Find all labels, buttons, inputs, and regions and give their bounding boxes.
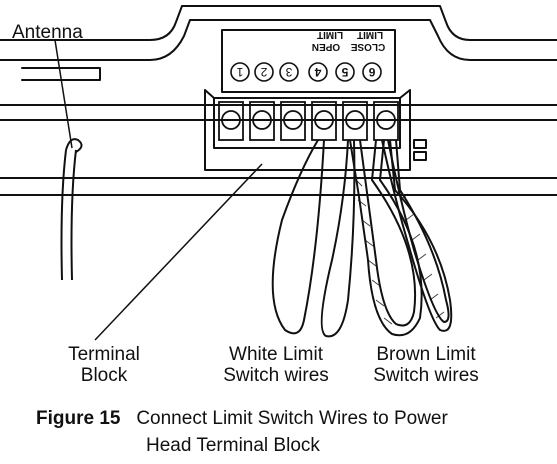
white-wires-label-line1: White Limit xyxy=(229,344,323,365)
panel-open: OPEN xyxy=(312,41,340,52)
brown-wires-label-line2: Switch wires xyxy=(373,365,479,386)
panel-limit-open: LIMIT xyxy=(317,29,343,40)
housing-step xyxy=(0,19,557,61)
antenna-leader-line xyxy=(54,39,73,149)
terminal-block-housing xyxy=(213,97,401,149)
panel-limit-close: LIMIT xyxy=(357,29,383,40)
terminal-number-1: 1 xyxy=(236,65,243,79)
terminal-screw-2 xyxy=(249,101,275,141)
brown-limit-switch-wires xyxy=(349,139,453,337)
figure-caption-text: Connect Limit Switch Wires to Power xyxy=(136,408,448,429)
white-limit-switch-wires xyxy=(271,139,356,338)
panel-close: CLOSE xyxy=(350,41,385,52)
housing-outline xyxy=(0,5,557,41)
antenna-label: Antenna xyxy=(12,22,83,43)
antenna xyxy=(60,138,83,281)
figure-caption-line2: Head Terminal Block xyxy=(146,435,320,456)
caption-spacer xyxy=(120,408,136,429)
white-wires-label-line2: Switch wires xyxy=(223,365,329,386)
terminal-block-leader-line xyxy=(94,163,263,341)
terminal-screw-3 xyxy=(280,101,306,141)
terminal-screw-6 xyxy=(373,101,399,141)
terminal-block-label-line1: Terminal xyxy=(68,344,140,365)
terminal-number-5: 5 xyxy=(341,65,348,79)
terminal-number-6: 6 xyxy=(368,65,375,79)
figure-number: Figure 15 xyxy=(36,408,121,429)
figure-caption-line1: Figure 15 Connect Limit Switch Wires to … xyxy=(36,407,448,430)
terminal-label-panel xyxy=(221,29,396,93)
terminal-screw-1 xyxy=(218,101,244,141)
terminal-number-3: 3 xyxy=(285,65,292,79)
terminal-number-4: 4 xyxy=(314,65,321,79)
brown-wires-label-line1: Brown Limit xyxy=(376,344,476,365)
terminal-number-2: 2 xyxy=(260,65,267,79)
terminal-block-label-line2: Block xyxy=(80,365,128,386)
